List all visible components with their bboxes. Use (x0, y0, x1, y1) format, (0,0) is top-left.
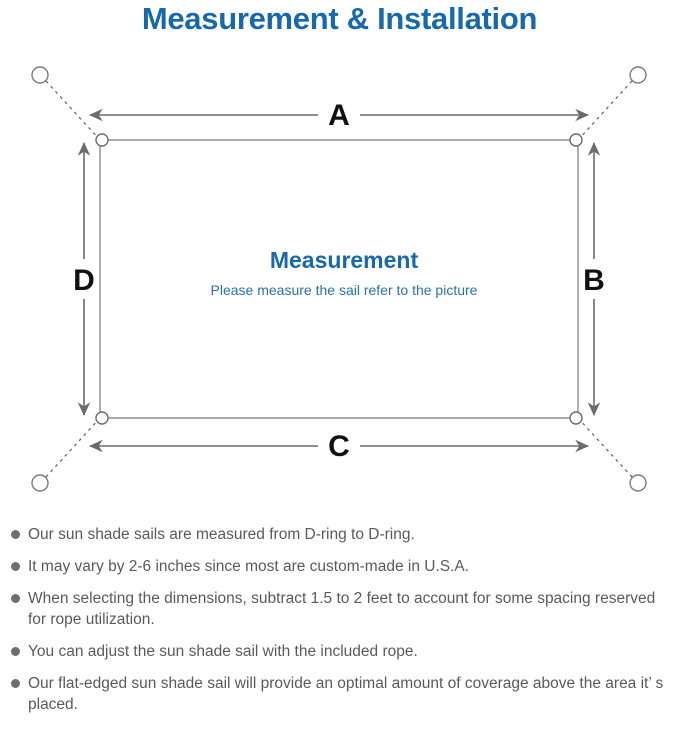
bullet-icon (11, 562, 20, 571)
bullet-icon (11, 530, 20, 539)
d-ring-bottom-right (569, 411, 583, 425)
dimension-label-b: B (583, 264, 605, 297)
dimension-label-c: C (328, 430, 350, 463)
rope-line-top-left (45, 80, 101, 141)
d-ring-bottom-left (95, 411, 109, 425)
measurement-diagram: A C D B Measurement Please measure the s… (0, 50, 679, 510)
list-item: Our sun shade sails are measured from D-… (0, 524, 679, 545)
note-text: Our sun shade sails are measured from D-… (28, 526, 415, 543)
d-ring-top-right (569, 133, 583, 147)
notes-list: Our sun shade sails are measured from D-… (0, 524, 679, 726)
note-text: Our flat-edged sun shade sail will provi… (28, 675, 664, 713)
list-item: Our flat-edged sun shade sail will provi… (0, 673, 679, 715)
bullet-icon (11, 594, 20, 603)
anchor-point-top-right (629, 66, 647, 84)
bullet-icon (11, 647, 20, 656)
note-text: You can adjust the sun shade sail with t… (28, 643, 418, 660)
d-ring-top-left (95, 133, 109, 147)
diagram-center-subtitle: Please measure the sail refer to the pic… (211, 282, 478, 298)
dimension-label-d: D (73, 264, 95, 297)
note-text: When selecting the dimensions, subtract … (28, 590, 656, 628)
anchor-point-bottom-left (31, 474, 49, 492)
anchor-point-top-left (31, 66, 49, 84)
dimension-label-a: A (328, 99, 350, 132)
list-item: When selecting the dimensions, subtract … (0, 588, 679, 630)
bullet-icon (11, 679, 20, 688)
note-text: It may vary by 2-6 inches since most are… (28, 558, 470, 575)
rope-line-top-right (577, 80, 633, 141)
list-item: It may vary by 2-6 inches since most are… (0, 556, 679, 577)
page-title: Measurement & Installation (141, 1, 538, 36)
sail-rectangle (99, 139, 579, 419)
anchor-point-bottom-right (629, 474, 647, 492)
diagram-center-title: Measurement (270, 247, 419, 273)
rope-line-bottom-left (45, 417, 101, 478)
list-item: You can adjust the sun shade sail with t… (0, 641, 679, 662)
rope-line-bottom-right (577, 417, 633, 478)
